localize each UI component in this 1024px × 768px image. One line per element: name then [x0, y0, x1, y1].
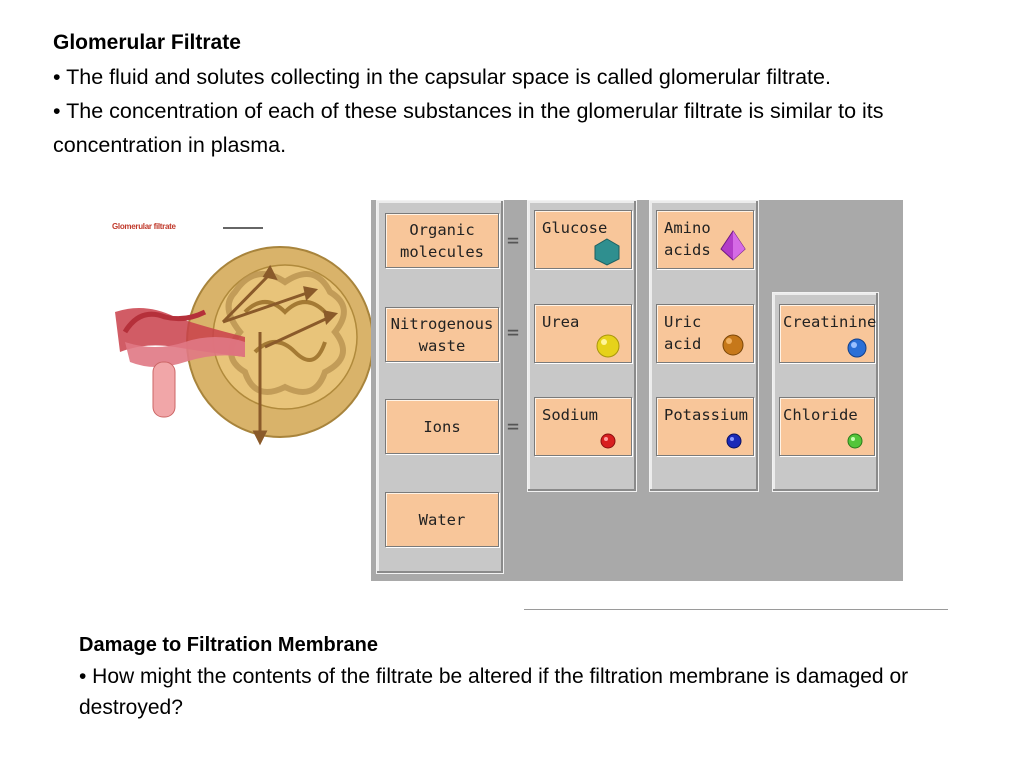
- glomerular-filtrate-caption: Glomerular filtrate: [112, 222, 176, 231]
- urea-card: Urea: [534, 304, 632, 363]
- amino-acids-label: Amino acids: [664, 219, 711, 259]
- bullet-filtrate-definition: • The fluid and solutes collecting in th…: [53, 65, 831, 89]
- uric-acid-card: Uric acid: [656, 304, 754, 363]
- section-title: Glomerular Filtrate: [53, 31, 241, 54]
- glucose-label: Glucose: [542, 219, 608, 237]
- glucose-hexagon-icon: [594, 238, 620, 266]
- category-nitrogenous-waste: Nitrogenous waste: [385, 307, 499, 362]
- urea-label: Urea: [542, 313, 580, 331]
- glucose-card: Glucose: [534, 210, 632, 269]
- chloride-card: Chloride: [779, 397, 875, 456]
- potassium-label: Potassium: [664, 406, 748, 424]
- potassium-ion-icon: [726, 433, 742, 449]
- damage-section-title: Damage to Filtration Membrane: [79, 634, 378, 656]
- sodium-label: Sodium: [542, 406, 598, 424]
- amino-acids-pyramid-icon: [720, 230, 746, 261]
- glomerulus-illustration: [115, 227, 374, 446]
- chloride-ion-icon: [847, 433, 863, 449]
- divider-line: [524, 609, 948, 610]
- amino-acids-card: Amino acids: [656, 210, 754, 269]
- bullet-concentration: • The concentration of each of these sub…: [53, 99, 884, 157]
- uric-acid-label: Uric acid: [664, 313, 702, 353]
- creatinine-card: Creatinine: [779, 304, 877, 363]
- equals-sign-organic: =: [507, 228, 520, 252]
- creatinine-molecule-icon: [847, 338, 867, 358]
- equals-sign-ions: =: [507, 414, 520, 438]
- creatinine-label: Creatinine: [783, 313, 877, 331]
- category-organic-molecules: Organic molecules: [385, 213, 499, 268]
- damage-section: Damage to Filtration Membrane • How migh…: [79, 630, 979, 723]
- category-ions: Ions: [385, 399, 499, 454]
- intro-section: Glomerular Filtrate • The fluid and solu…: [53, 26, 1018, 162]
- filtrate-composition-diagram: Organic molecules Nitrogenous waste Ions…: [371, 200, 903, 581]
- equals-sign-nitrogenous: =: [507, 320, 520, 344]
- chloride-label: Chloride: [783, 406, 858, 424]
- potassium-card: Potassium: [656, 397, 754, 456]
- sodium-card: Sodium: [534, 397, 632, 456]
- sodium-ion-icon: [600, 433, 616, 449]
- uric-acid-molecule-icon: [722, 334, 744, 356]
- bullet-damage-question: • How might the contents of the filtrate…: [79, 665, 909, 719]
- category-water: Water: [385, 492, 499, 547]
- urea-molecule-icon: [596, 334, 620, 358]
